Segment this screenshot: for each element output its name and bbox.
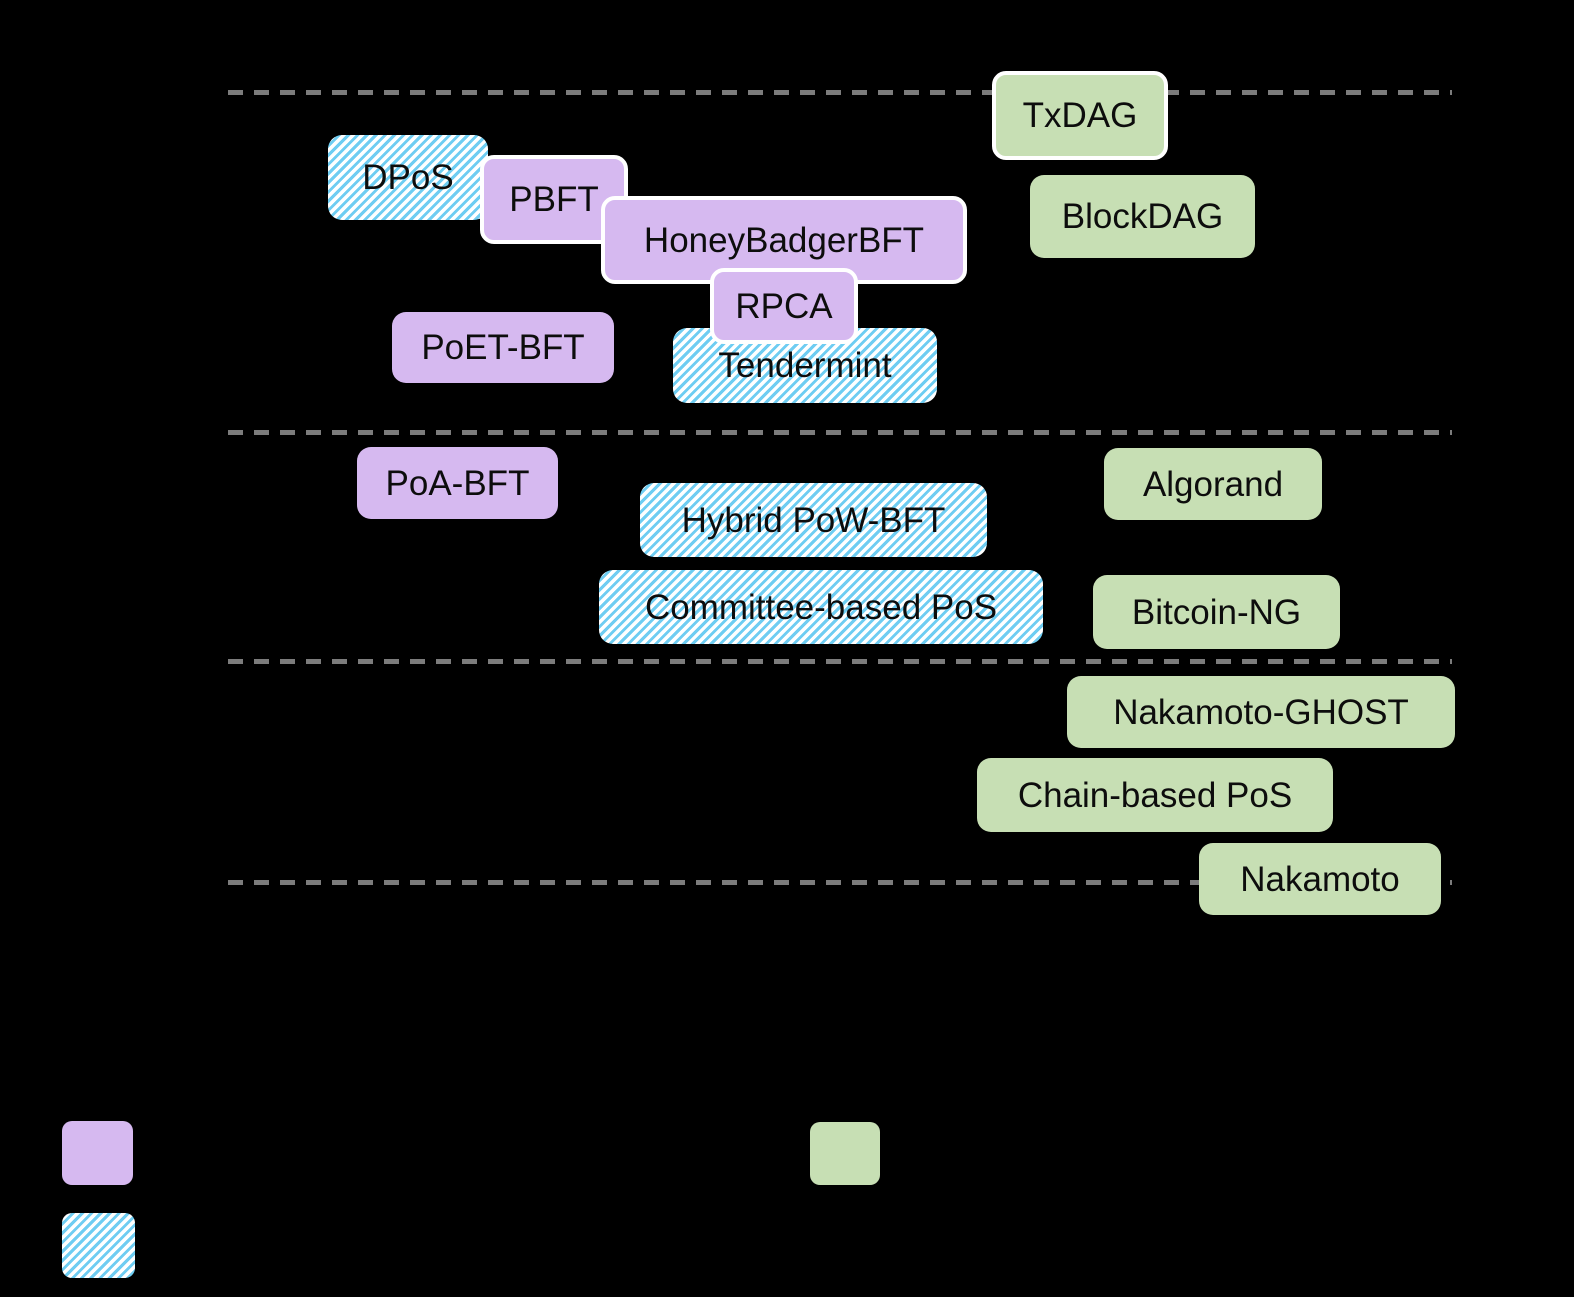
box-label: Hybrid PoW-BFT [681,500,946,540]
box-poet-bft: PoET-BFT [392,312,614,383]
box-dpos: DPoS [328,135,488,220]
box-label: HoneyBadgerBFT [643,220,925,260]
box-label: Algorand [1142,464,1284,504]
box-nakamoto: Nakamoto [1199,843,1441,915]
box-label: Chain-based PoS [1017,775,1293,815]
box-label: TxDAG [1022,96,1138,135]
box-committee-based-pos: Committee-based PoS [599,570,1043,644]
legend-swatch-green [810,1122,880,1185]
separator-line-3 [228,659,1452,664]
box-nakamoto-ghost: Nakamoto-GHOST [1067,676,1455,748]
box-label: Committee-based PoS [644,587,998,627]
box-poa-bft: PoA-BFT [357,447,558,519]
box-honeybadgerbft: HoneyBadgerBFT [601,196,967,284]
box-label: Nakamoto [1240,859,1400,899]
separator-line-1 [228,90,1452,95]
box-algorand: Algorand [1104,448,1322,520]
box-label: DPoS [362,158,454,197]
box-label: RPCA [735,286,833,326]
box-label: PBFT [509,180,599,219]
box-bitcoin-ng: Bitcoin-NG [1093,575,1340,649]
box-chain-based-pos: Chain-based PoS [977,758,1333,832]
box-label: PoET-BFT [421,328,585,367]
box-label: PoA-BFT [385,463,530,503]
legend-swatch-purple [62,1121,133,1185]
box-label: Tendermint [718,346,892,385]
box-rpca: RPCA [710,268,858,344]
separator-line-4 [228,880,1452,885]
box-label: BlockDAG [1061,197,1224,236]
box-label: Nakamoto-GHOST [1113,692,1409,732]
box-label: Bitcoin-NG [1131,592,1302,632]
box-txdag: TxDAG [992,71,1168,160]
box-hybrid-pow-bft: Hybrid PoW-BFT [640,483,987,557]
separator-line-2 [228,430,1452,435]
legend-swatch-hatch [62,1213,135,1278]
box-blockdag: BlockDAG [1030,175,1255,258]
